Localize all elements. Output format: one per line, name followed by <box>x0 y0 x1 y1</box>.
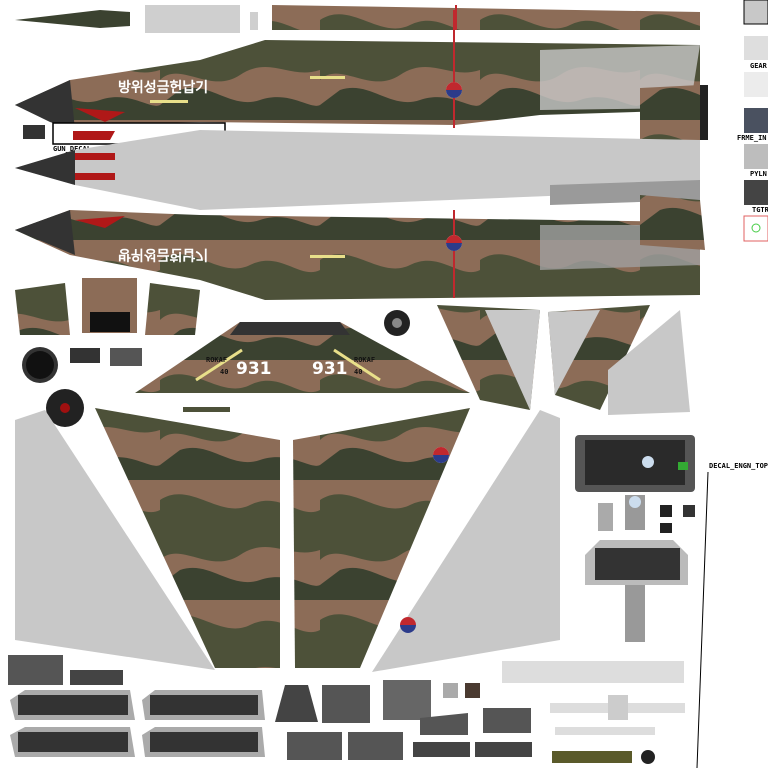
fuselage-right: 방위성금헌납기 <box>15 195 705 300</box>
gun-decal-label: GUN_DECAL <box>53 145 91 153</box>
swatch-dark <box>23 125 45 139</box>
intake-right <box>145 283 200 335</box>
tail-number-right: 931 <box>312 359 348 379</box>
unit-left-num: 40 <box>220 368 228 376</box>
korean-decal-mirrored: 방위성금헌납기 <box>118 246 208 263</box>
decal-engine-top-label: DECAL_ENGN_TOP <box>709 462 768 470</box>
unit-left: ROKAF <box>206 356 227 364</box>
flap-gray <box>608 310 690 415</box>
material-swatches: GEAR FRME_IN PYLN TGTR <box>737 0 768 242</box>
frame-in-label: FRME_IN <box>737 134 767 142</box>
fuselage-belly <box>15 130 700 210</box>
gear-label: GEAR <box>750 62 768 70</box>
top-strip <box>15 5 700 33</box>
korean-decal: 방위성금헌납기 <box>118 79 208 96</box>
wing-top-right <box>293 408 470 668</box>
tail-number-left: 931 <box>236 359 272 379</box>
wing-bottom-left <box>15 410 215 670</box>
intake-left <box>15 283 70 335</box>
fuselage-left: 방위성금헌납기 <box>15 10 708 140</box>
unit-right-num: 40 <box>354 368 362 376</box>
cockpit-panels <box>575 435 695 642</box>
stabilizer: ROKAF 40 931 931 ROKAF 40 <box>135 322 470 393</box>
pylon-label: PYLN <box>750 170 767 178</box>
bottom-strip <box>8 655 685 764</box>
wing-bottom-right <box>372 410 560 672</box>
wing-top-left <box>95 408 280 668</box>
unit-right: ROKAF <box>354 356 375 364</box>
target-label: TGTR <box>752 206 768 214</box>
